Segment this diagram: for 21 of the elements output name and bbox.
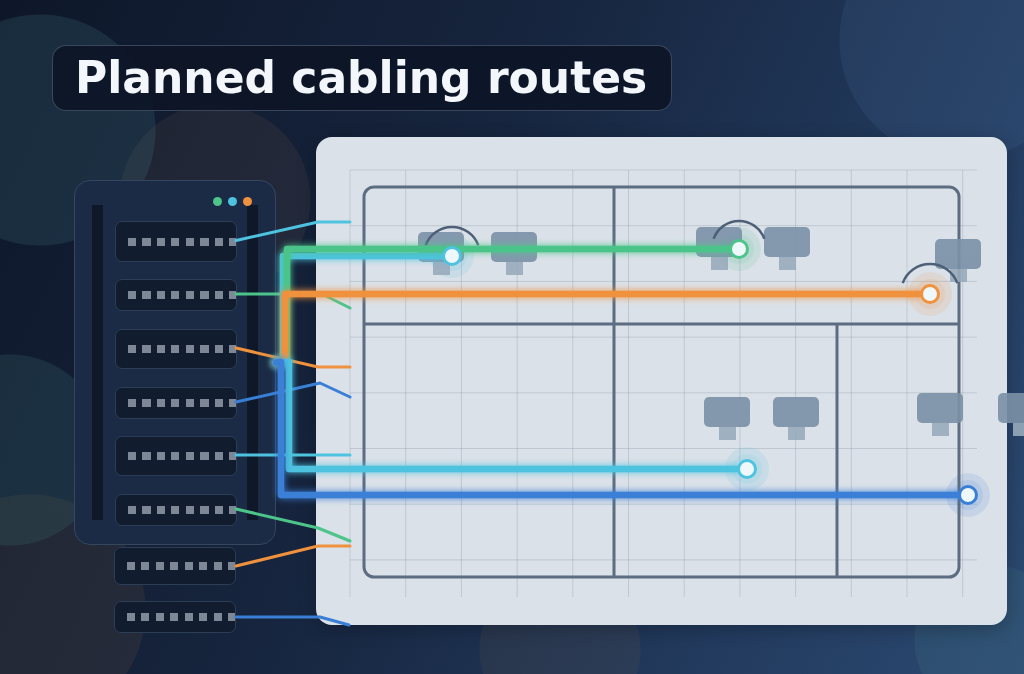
wall-outlet <box>737 459 757 479</box>
wall-outlet <box>729 239 749 259</box>
patch-port <box>115 221 237 262</box>
cable <box>234 381 352 404</box>
cable <box>234 453 352 457</box>
patch-port <box>115 279 237 311</box>
title: Planned cabling routes <box>52 45 672 111</box>
cable <box>234 544 352 568</box>
wall-outlet <box>958 485 978 505</box>
cable <box>234 220 352 242</box>
patch-port <box>115 329 237 369</box>
wall-outlet <box>920 284 940 304</box>
patch-port <box>115 436 237 476</box>
cable <box>234 615 351 627</box>
patch-port <box>114 601 236 633</box>
cable <box>234 507 352 543</box>
server-rack <box>74 180 276 545</box>
patch-port <box>115 494 237 526</box>
patch-port <box>114 547 236 585</box>
cable <box>234 346 352 369</box>
patch-port <box>115 387 237 419</box>
